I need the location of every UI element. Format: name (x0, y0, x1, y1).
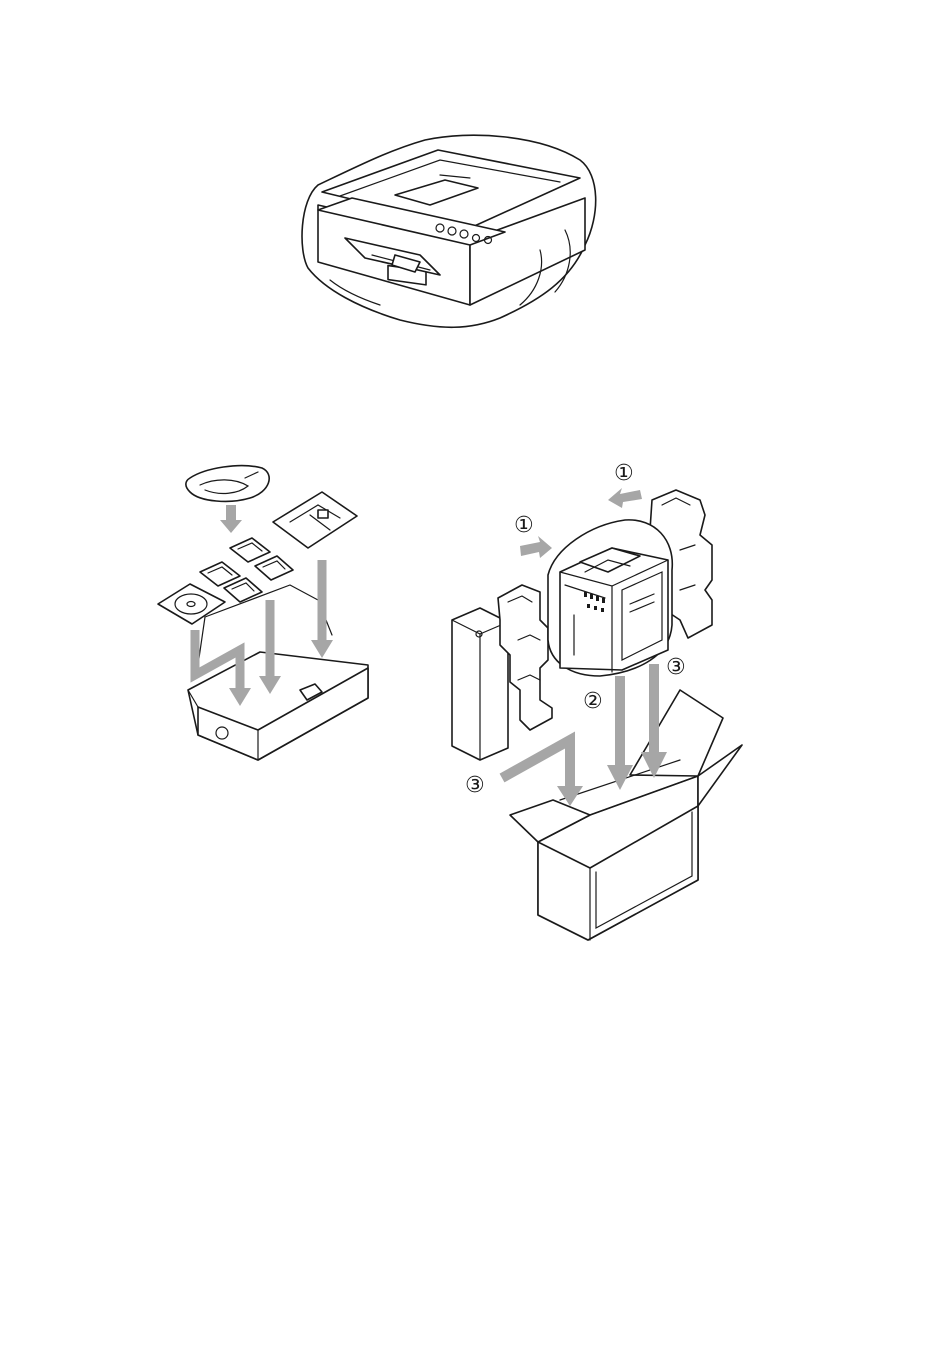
shipping-carton (510, 690, 742, 940)
printer-in-bag-illustration (302, 135, 596, 327)
arrow-step3-left (502, 740, 570, 790)
power-cord-bag (186, 466, 269, 502)
printer-in-bag-upright (548, 520, 672, 676)
step-label-3-right: ③ (666, 655, 686, 680)
arrow-step1-left (520, 536, 552, 558)
arrow-step1-right (608, 488, 642, 508)
cd-rom (158, 584, 225, 624)
main-carton-illustration: ① ① ② ③ ③ (452, 461, 742, 940)
step-label-3-left: ③ (465, 773, 485, 798)
accessory-box-illustration (158, 466, 368, 760)
ink-cartridges (200, 538, 293, 602)
step-label-1-left: ① (514, 513, 534, 538)
manual-documents (273, 492, 357, 548)
step-label-2: ② (583, 689, 603, 714)
arrow-cord-down (220, 505, 242, 533)
step-label-1-right: ① (614, 461, 634, 486)
